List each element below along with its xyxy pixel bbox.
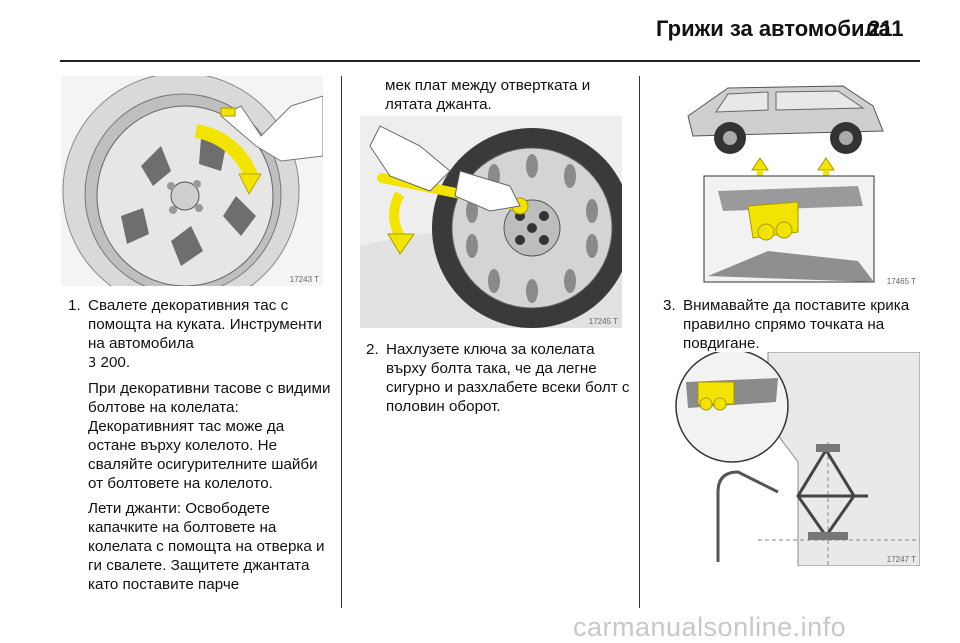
page-title: Грижи за автомобила: [656, 16, 891, 41]
column-divider-1: [341, 76, 342, 608]
jack-points-illustration: 17465 T: [658, 76, 920, 288]
column-1-text: 1. Свалете декоративния тас с помощта на…: [68, 296, 336, 594]
step-text: Внимавайте да поставите крика правилно с…: [683, 297, 910, 352]
wheel-wrench-illustration: 17245 T: [360, 116, 622, 328]
column-divider-2: [639, 76, 640, 608]
step-number: 3.: [663, 297, 676, 314]
watermark: carmanualsonline.info: [573, 612, 847, 642]
hubcap-removal-illustration: 17243 T: [61, 76, 323, 286]
column-2-continuation: мек плат между отвертката и лятата джант…: [385, 77, 591, 113]
column-3-text: 3. Внимавайте да поставите крика правилн…: [663, 296, 925, 353]
column-2-text: 2. Нахлузете ключа за колелата върху бол…: [366, 340, 632, 416]
paragraph: При декоративни тасове с видими болтове …: [88, 380, 331, 492]
page-reference-arrow: 3: [88, 356, 97, 371]
header-divider: [60, 60, 920, 62]
step-text: Нахлузете ключа за колелата върху болта …: [386, 341, 630, 415]
figure-number: 17247 T: [886, 555, 916, 564]
step-number: 1.: [68, 297, 81, 314]
figure-number: 17243 T: [289, 275, 319, 284]
figure-number: 17465 T: [886, 277, 916, 286]
scissor-jack-illustration: 17247 T: [658, 352, 920, 566]
paragraph: Лети джанти: Освободете капачките на бол…: [88, 500, 325, 593]
step-number: 2.: [366, 341, 379, 358]
figure-number: 17245 T: [588, 317, 618, 326]
page-number: 211: [868, 16, 904, 41]
page-reference[interactable]: 200.: [100, 354, 131, 371]
step-text: Свалете декоративния тас с помощта на ку…: [88, 297, 322, 352]
